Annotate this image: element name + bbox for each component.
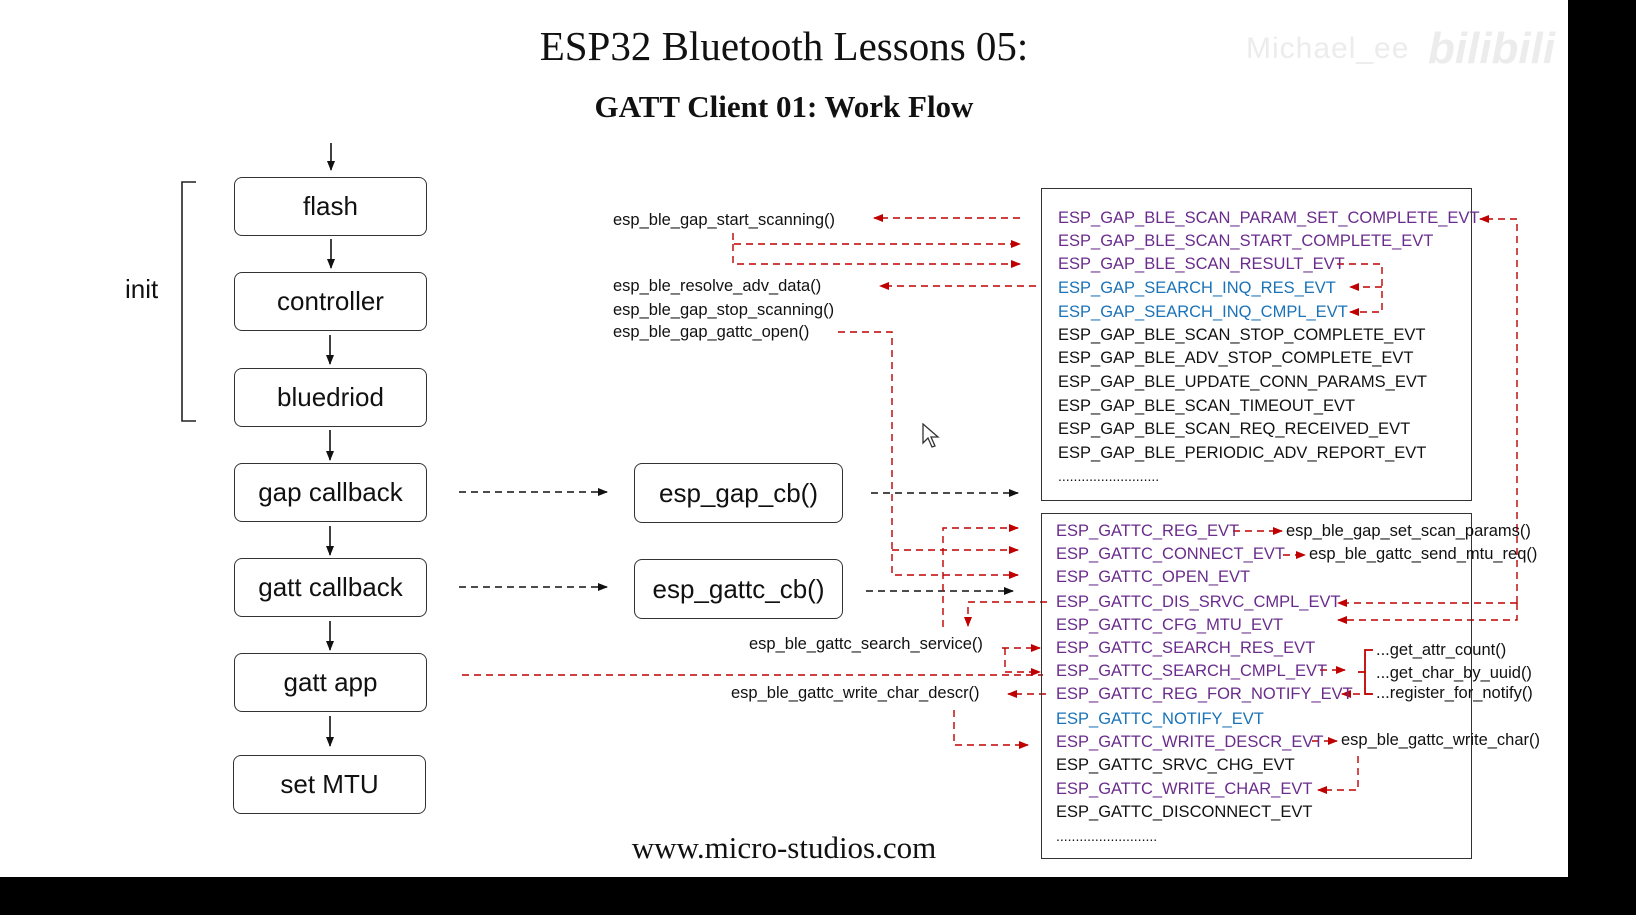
gap-event: ESP_GAP_BLE_UPDATE_CONN_PARAMS_EVT [1058,373,1427,391]
step-gatt-callback: gatt callback [234,558,427,617]
gattc-event: ESP_GATTC_SRVC_CHG_EVT [1056,756,1295,774]
fn-send-mtu-req: esp_ble_gattc_send_mtu_req() [1309,545,1538,563]
step-arrows [326,143,335,747]
fn-gattc-open: esp_ble_gap_gattc_open() [613,323,810,341]
gap-event: ESP_GAP_BLE_SCAN_STOP_COMPLETE_EVT [1058,326,1426,344]
gap-event-panel [1041,188,1472,501]
gattc-event: ESP_GATTC_SEARCH_CMPL_EVT [1056,662,1328,680]
gattc-event-panel [1041,513,1472,859]
fn-write-char-descr: esp_ble_gattc_write_char_descr() [731,684,980,702]
step-controller: controller [234,272,427,331]
gap-event: ESP_GAP_SEARCH_INQ_RES_EVT [1058,279,1336,297]
gap-event: ESP_GAP_SEARCH_INQ_CMPL_EVT [1058,303,1348,321]
gattc-event: ESP_GATTC_DIS_SRVC_CMPL_EVT [1056,593,1341,611]
fn-stop-scanning: esp_ble_gap_stop_scanning() [613,301,835,319]
gattc-event: ESP_GATTC_WRITE_DESCR_EVT [1056,733,1324,751]
gattc-event: ESP_GATTC_DISCONNECT_EVT [1056,803,1313,821]
mouse-cursor-icon [922,423,940,448]
gap-callback-fn: esp_gap_cb() [634,463,843,523]
flow-connectors [181,143,1518,794]
gap-ellipsis: .......................... [1058,468,1160,484]
gattc-event: ESP_GATTC_SEARCH_RES_EVT [1056,639,1316,657]
step-set-mtu: set MTU [233,755,426,814]
init-label: init [125,274,159,304]
step-flash: flash [234,177,427,236]
gattc-event: ESP_GATTC_WRITE_CHAR_EVT [1056,780,1313,798]
gattc-callback-fn: esp_gattc_cb() [634,559,843,619]
gap-event: ESP_GAP_BLE_SCAN_RESULT_EVT [1058,255,1345,273]
gap-event: ESP_GAP_BLE_SCAN_REQ_RECEIVED_EVT [1058,420,1411,438]
gap-event: ESP_GAP_BLE_SCAN_START_COMPLETE_EVT [1058,232,1434,250]
watermark-logo: bilibili [1428,24,1556,73]
slide-title: ESP32 Bluetooth Lessons 05: [539,23,1029,69]
fn-set-scan-params: esp_ble_gap_set_scan_params() [1286,522,1531,540]
fn-register-for-notify: ...register_for_notify() [1376,684,1533,702]
gattc-event: ESP_GATTC_NOTIFY_EVT [1056,710,1264,728]
step-gap-callback: gap callback [234,463,427,522]
slide-subtitle: GATT Client 01: Work Flow [594,89,974,124]
gap-event: ESP_GAP_BLE_ADV_STOP_COMPLETE_EVT [1058,349,1414,367]
gattc-event: ESP_GATTC_CONNECT_EVT [1056,545,1285,563]
gap-event: ESP_GAP_BLE_SCAN_TIMEOUT_EVT [1058,397,1356,415]
slide: ESP32 Bluetooth Lessons 05: GATT Client … [0,0,1568,877]
gap-event: ESP_GAP_BLE_PERIODIC_ADV_REPORT_EVT [1058,444,1427,462]
fn-start-scanning: esp_ble_gap_start_scanning() [613,211,835,229]
fn-get-attr-count: ...get_attr_count() [1376,641,1507,659]
gattc-event: ESP_GATTC_OPEN_EVT [1056,568,1251,586]
gap-event: ESP_GAP_BLE_SCAN_PARAM_SET_COMPLETE_EVT [1058,209,1480,227]
init-bracket [181,181,196,422]
gattc-event: ESP_GATTC_REG_FOR_NOTIFY_EVT [1056,685,1353,703]
footer-url: www.micro-studios.com [631,830,937,865]
fn-resolve-adv-data: esp_ble_resolve_adv_data() [613,277,822,295]
fn-write-char: esp_ble_gattc_write_char() [1341,731,1541,749]
gattc-event: ESP_GATTC_CFG_MTU_EVT [1056,616,1284,634]
step-bluedroid: bluedriod [234,368,427,427]
gattc-ellipsis: .......................... [1056,828,1158,844]
gattc-event: ESP_GATTC_REG_EVT [1056,522,1240,540]
fn-get-char-by-uuid: ...get_char_by_uuid() [1376,664,1532,682]
fn-search-service: esp_ble_gattc_search_service() [749,635,983,653]
watermark-text: Michael_ee [1246,32,1410,65]
step-gatt-app: gatt app [234,653,427,712]
